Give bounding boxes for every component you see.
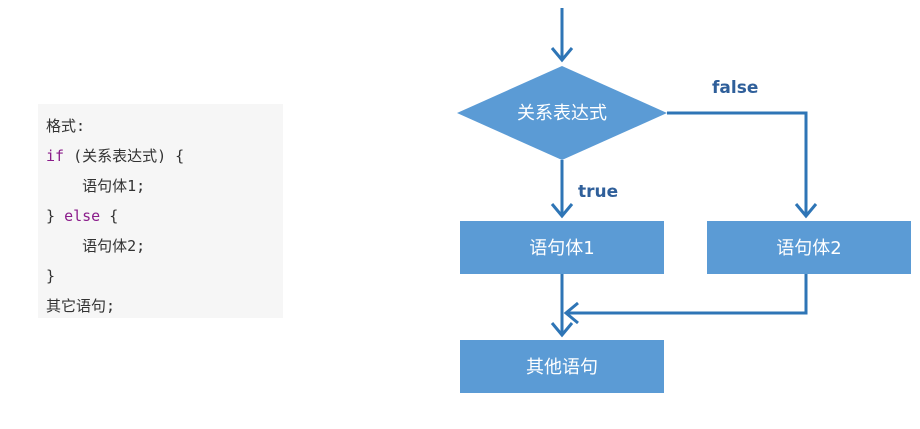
next-statement-text: 其他语句	[526, 357, 598, 378]
code-other-statement: 其它语句;	[46, 297, 116, 315]
code-line-body1: 语句体1;	[46, 171, 283, 201]
true-branch-box: 语句体1	[460, 221, 664, 274]
condition-text: 关系表达式	[517, 103, 607, 124]
false-branch-box: 语句体2	[707, 221, 911, 274]
true-branch-text: 语句体1	[529, 238, 594, 259]
false-edge: false	[667, 78, 818, 219]
keyword-else: else	[64, 207, 101, 225]
code-line-body2: 语句体2;	[46, 231, 283, 261]
keyword-if: if	[46, 147, 65, 165]
code-if-condition: (关系表达式) {	[64, 147, 185, 165]
entry-arrow	[550, 8, 574, 63]
true-label: true	[578, 182, 618, 202]
code-close-brace: }	[46, 207, 65, 225]
condition-diamond: 关系表达式	[457, 66, 667, 160]
code-line-other: 其它语句;	[46, 291, 283, 321]
code-end-brace: }	[46, 267, 56, 285]
code-format-label: 格式:	[46, 117, 86, 135]
code-line-end: }	[46, 261, 283, 291]
code-open-brace: {	[100, 207, 119, 225]
false-label: false	[712, 78, 758, 98]
code-line-else: } else {	[46, 201, 283, 231]
next-statement-box: 其他语句	[460, 340, 664, 393]
code-line-if: if (关系表达式) {	[46, 141, 283, 171]
merge-edges	[550, 274, 808, 338]
true-edge: true	[550, 160, 618, 219]
false-branch-text: 语句体2	[776, 238, 841, 259]
code-body2: 语句体2;	[46, 237, 146, 255]
code-body1: 语句体1;	[46, 177, 146, 195]
code-line-format: 格式:	[46, 111, 283, 141]
code-block: 格式: if (关系表达式) { 语句体1; } else { 语句体2; } …	[38, 104, 283, 318]
